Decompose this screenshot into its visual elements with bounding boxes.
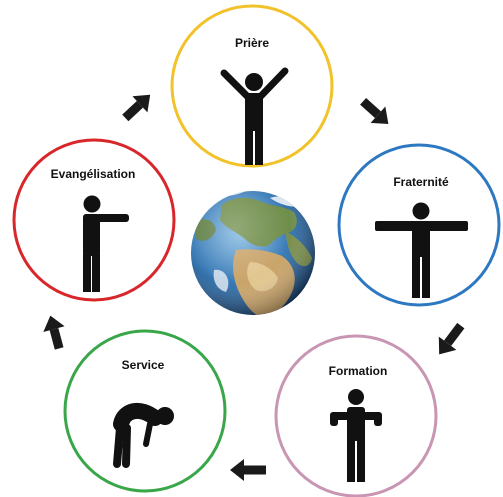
arrow-evangelisation-to-priere [122,94,151,122]
earth-globe-icon [191,191,315,315]
arms-raised-person-icon [220,67,289,165]
node-label-service: Service [122,358,165,372]
node-label-fraternite: Fraternité [393,175,449,189]
arrow-formation-to-service [230,459,266,481]
node-label-priere: Prière [235,36,269,50]
node-label-formation: Formation [329,364,388,378]
bowing-person-icon [113,402,174,468]
cycle-arrows [43,94,465,481]
node-service: Service [63,329,227,493]
arms-outstretched-person-icon [375,202,468,298]
arrow-fraternite-to-formation [438,322,465,355]
node-fraternite: Fraternité [337,143,501,307]
node-formation: Formation [274,334,438,497]
hands-on-chest-person-icon [330,389,382,482]
node-label-evangelisation: Evangélisation [51,167,136,181]
pointing-person-icon [83,195,129,292]
arrow-service-to-evangelisation [43,315,65,350]
node-priere: Prière [170,4,334,168]
node-evangelisation: Evangélisation [12,138,176,302]
arrow-priere-to-fraternite [360,97,389,125]
